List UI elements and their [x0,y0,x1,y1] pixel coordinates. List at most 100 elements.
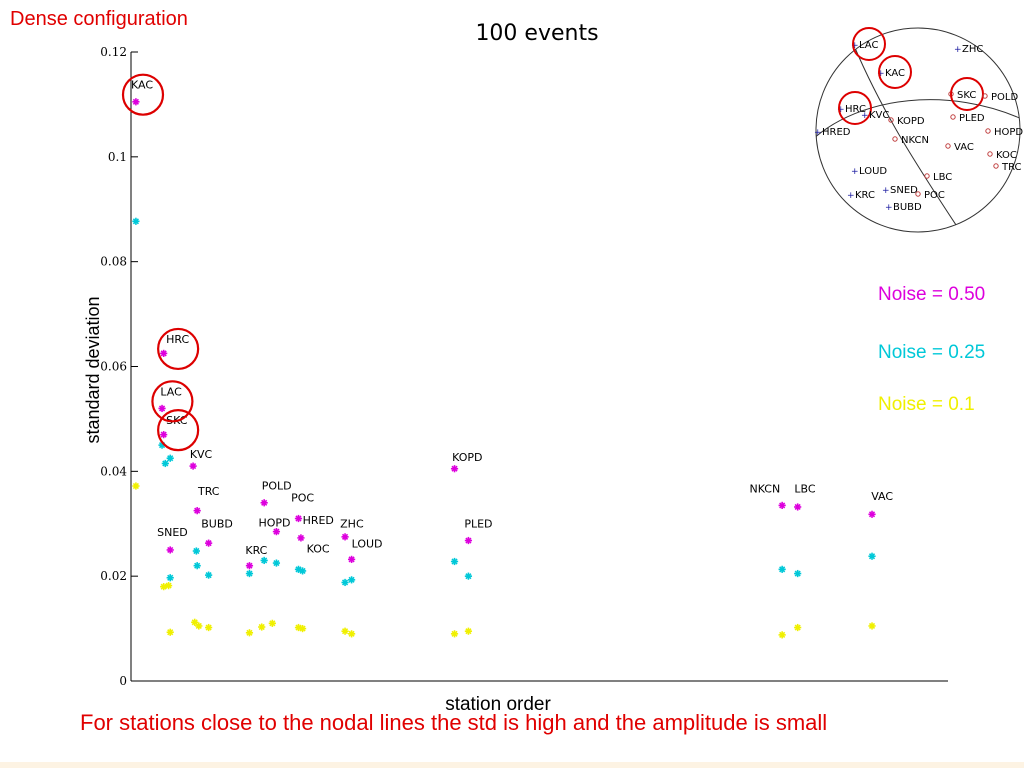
highlight-circles [121,73,200,452]
data-points [132,98,876,639]
polarity-circle-icon [915,191,921,197]
polarity-circle-icon [987,151,993,157]
polarity-plus-icon: + [837,105,845,115]
data-point [160,349,168,357]
marker-stroke [451,465,458,472]
marker-stroke [297,534,305,541]
corner-label: Dense configuration [10,8,188,30]
data-point [272,559,281,567]
data-point [347,576,356,584]
data-point [245,562,254,570]
marker-stroke [341,579,349,586]
footer-strip [0,762,1024,768]
marker-stroke [261,557,268,564]
caption: For stations close to the nodal lines th… [80,710,828,735]
data-point [195,622,203,630]
data-point [205,623,213,632]
y-tick-label: 0 [119,674,127,688]
marker-stroke [158,405,166,412]
beachball-station-label: SNED [890,185,918,196]
y-axis-label: standard deviation [83,296,103,443]
beachball-station-label: KAC [885,68,905,79]
data-point [260,556,268,565]
data-point [794,503,802,511]
polarity-plus-icon: + [882,186,890,196]
data-point [868,510,876,518]
highlight-circle [950,77,984,111]
beachball-station-label: PLED [959,113,985,124]
polarity-plus-icon: + [847,191,855,201]
polarity-plus-icon: + [851,41,859,51]
marker-stroke [868,622,876,630]
marker-stroke [868,553,876,560]
noise-label-010: Noise = 0.1 [878,394,975,415]
data-point [132,482,140,490]
polarity-circle-icon [993,163,999,169]
data-point [160,431,168,439]
marker-stroke [261,499,268,506]
beachball-station-label: BUBD [893,202,922,213]
noise-label-050: Noise = 0.50 [878,284,986,305]
marker-stroke [194,507,201,514]
highlight-circle [157,327,200,371]
marker-stroke [794,624,801,631]
polarity-plus-icon: + [877,69,885,79]
marker-stroke [779,566,786,573]
data-point [450,465,459,473]
data-point [450,630,459,638]
data-point [245,569,254,578]
beachball-station-label: LBC [933,172,952,183]
data-point [464,536,473,545]
nodal-line [849,35,959,229]
station-label: LOUD [352,537,383,550]
marker-stroke [295,566,302,573]
marker-stroke [195,622,202,630]
data-point [258,623,266,631]
marker-stroke [160,431,167,438]
data-point [868,552,876,560]
station-label: HRC [166,333,189,346]
data-point [245,629,254,637]
marker-stroke [160,350,167,357]
marker-stroke [465,537,472,544]
data-point [166,628,174,636]
y-tick-label: 0.04 [100,464,127,478]
data-point [464,627,473,635]
station-label: HRED [303,514,334,527]
highlight-circle [838,91,872,125]
beachball-diagram: +LAC+ZHC+KAC+HRC+KVC+HRED+LOUD+KRC+SNED+… [814,27,1023,233]
data-point [778,565,786,573]
marker-stroke [167,629,174,636]
data-point [189,462,197,470]
beachball-station-label: KVC [869,110,889,121]
y-tick-label: 0.02 [100,569,127,583]
marker-stroke [348,630,355,637]
marker-stroke [779,631,786,638]
data-point [464,572,473,580]
beachball-station-label: KOC [996,150,1017,161]
y-tick-label: 0.12 [100,45,127,59]
station-label: KOC [307,543,330,556]
marker-stroke [246,629,253,636]
marker-stroke [194,562,201,569]
beachball-stations: +LAC+ZHC+KAC+HRC+KVC+HRED+LOUD+KRC+SNED+… [814,27,1023,213]
polarity-plus-icon: + [954,45,962,55]
station-label: TRC [197,485,220,498]
marker-stroke [794,503,801,511]
chart-title: 100 events [475,21,598,46]
noise-label-025: Noise = 0.25 [878,342,986,363]
data-point [347,555,356,563]
marker-stroke [341,533,349,540]
marker-stroke [779,502,786,509]
beachball-station-label: ZHC [962,44,983,55]
marker-stroke [193,547,200,555]
beachball-station-label: TRC [1001,162,1022,173]
beachball-station-label: POLD [991,92,1018,103]
data-point [341,578,349,587]
data-point [347,630,356,638]
data-point [164,582,173,590]
highlight-circle [852,27,886,61]
marker-stroke [258,623,265,631]
polarity-circle-icon [888,117,894,123]
data-point [132,98,140,106]
